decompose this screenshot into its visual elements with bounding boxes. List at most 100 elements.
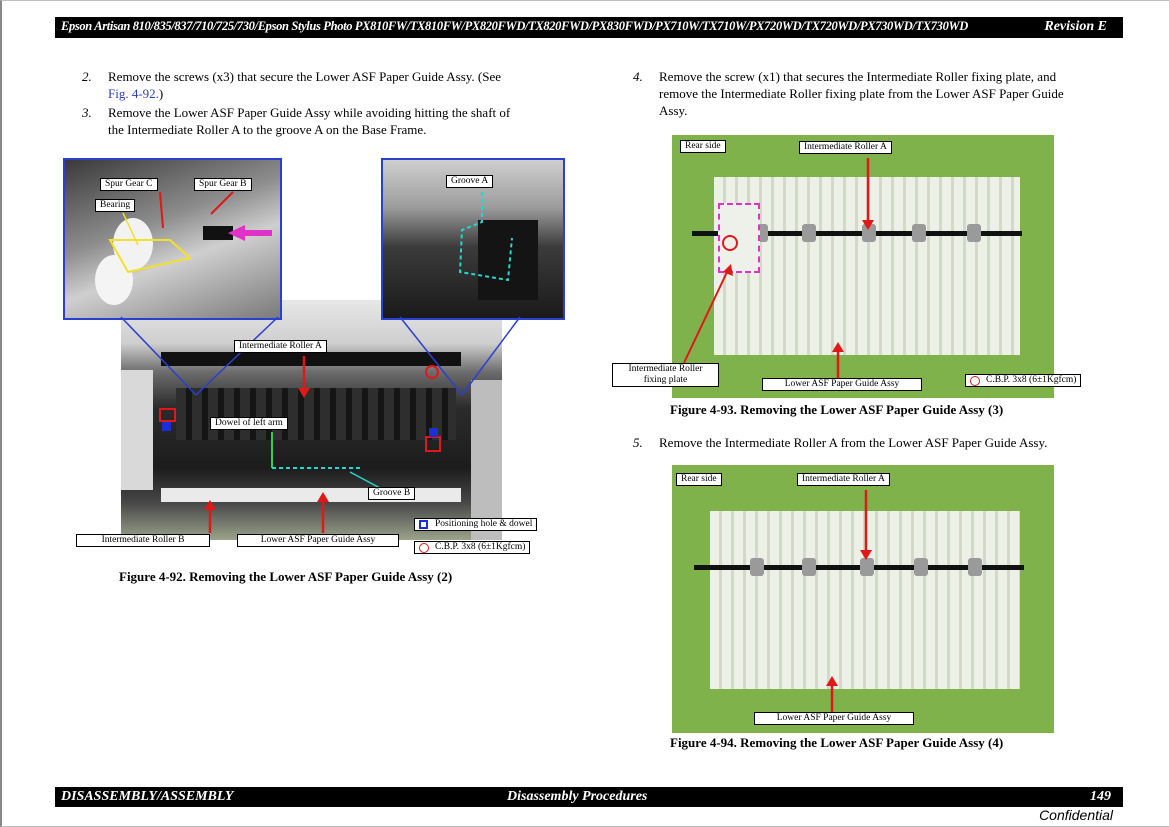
spur-gear-b-shape xyxy=(203,226,233,240)
roller xyxy=(914,558,928,576)
step-text-line: the Intermediate Roller A to the groove … xyxy=(108,122,427,137)
step-text-line: Remove the screw (x1) that secures the I… xyxy=(659,69,1057,84)
figure-caption: Figure 4-94. Removing the Lower ASF Pape… xyxy=(670,735,1004,750)
label-intermediate-roller-b: Intermediate Roller B xyxy=(76,534,210,547)
positioning-marker xyxy=(429,428,438,437)
footer-bar: DISASSEMBLY/ASSEMBLY Disassembly Procedu… xyxy=(55,787,1123,807)
label-rear-side: Rear side xyxy=(676,473,722,486)
label-intermediate-roller-a: Intermediate Roller A xyxy=(799,141,892,154)
positioning-marker xyxy=(162,422,171,431)
step-number: 4. xyxy=(633,69,643,84)
arrowhead xyxy=(860,550,872,560)
step-text: Remove the screws (x3) that secure the L… xyxy=(108,68,598,102)
label-spur-gear-b: Spur Gear B xyxy=(194,178,252,191)
figure-caption: Figure 4-92. Removing the Lower ASF Pape… xyxy=(119,569,453,584)
gear-shape xyxy=(95,255,133,305)
arrow xyxy=(210,191,234,215)
roller xyxy=(802,224,816,242)
groove-a-outline xyxy=(458,192,513,282)
page-number: 149 xyxy=(1090,789,1111,804)
guide-ribs xyxy=(176,388,456,440)
left-frame xyxy=(121,370,153,490)
footer-section: DISASSEMBLY/ASSEMBLY xyxy=(61,789,234,804)
step-text-line: Remove the Lower ASF Paper Guide Assy wh… xyxy=(108,105,511,120)
arrowhead xyxy=(826,676,838,686)
screw-marker xyxy=(425,365,439,379)
screw-legend-icon xyxy=(419,543,429,553)
label-spur-gear-c: Spur Gear C xyxy=(100,178,158,191)
figure-caption: Figure 4-93. Removing the Lower ASF Pape… xyxy=(670,402,1004,417)
label-bearing: Bearing xyxy=(95,199,136,212)
arrowhead xyxy=(298,388,310,398)
roller-shaft xyxy=(694,565,1024,570)
step-number: 2. xyxy=(82,69,92,84)
legend-text: C.B.P. 3x8 (6±1Kgfcm) xyxy=(986,375,1077,385)
step-number: 5. xyxy=(633,435,643,450)
roller-shaft xyxy=(161,352,461,366)
confidential-label: Confidential xyxy=(1039,807,1113,823)
groove-b-pointer xyxy=(349,471,381,489)
callout-line xyxy=(120,316,197,396)
step-4: 4. Remove the screw (x1) that secures th… xyxy=(633,68,1133,120)
label-intermediate-roller-a: Intermediate Roller A xyxy=(234,340,327,353)
legend-text: C.B.P. 3x8 (6±1Kgfcm) xyxy=(435,542,526,552)
step-3: 3. Remove the Lower ASF Paper Guide Assy… xyxy=(82,104,602,138)
step-number: 3. xyxy=(82,105,92,120)
bearing-pointer xyxy=(122,212,139,246)
roller xyxy=(750,558,764,576)
step-text-line: remove the Intermediate Roller fixing pl… xyxy=(659,86,1064,101)
legend-positioning: Positioning hole & dowel xyxy=(414,518,538,531)
revision-label: Revision E xyxy=(1044,19,1107,34)
arrowhead xyxy=(317,492,329,502)
label-groove-a: Groove A xyxy=(446,175,494,188)
arrowhead xyxy=(832,342,844,352)
right-frame xyxy=(471,380,502,540)
arrowhead xyxy=(723,264,733,276)
step-text-line: Assy. xyxy=(659,103,688,118)
arrowhead xyxy=(862,220,874,230)
guide-assy-photo xyxy=(672,465,1054,733)
label-groove-b: Groove B xyxy=(368,487,416,500)
callout-line xyxy=(461,316,521,396)
header-bar: Epson Artisan 810/835/837/710/725/730/Ep… xyxy=(55,17,1123,38)
footer-chapter: Disassembly Procedures xyxy=(507,789,648,804)
document-title: Epson Artisan 810/835/837/710/725/730/Ep… xyxy=(61,19,968,33)
label-fixing-plate: Intermediate Roller fixing plate xyxy=(612,363,719,387)
arrowhead xyxy=(204,500,216,510)
roller xyxy=(802,558,816,576)
direction-arrow xyxy=(228,225,272,241)
legend-cbp: C.B.P. 3x8 (6±1Kgfcm) xyxy=(414,541,531,554)
label-dowel-left-arm: Dowel of left arm xyxy=(210,417,288,430)
step-5: 5. Remove the Intermediate Roller A from… xyxy=(633,434,1133,452)
roller xyxy=(860,558,874,576)
label-lower-asf: Lower ASF Paper Guide Assy xyxy=(237,534,399,547)
positioning-legend-icon xyxy=(419,520,428,529)
roller xyxy=(862,224,876,242)
screw-marker xyxy=(159,408,176,422)
screw-marker xyxy=(722,235,738,251)
step-text: Remove the screw (x1) that secures the I… xyxy=(659,68,1129,119)
step-2: 2. Remove the screws (x3) that secure th… xyxy=(82,68,602,102)
roller xyxy=(912,224,926,242)
label-rear-side: Rear side xyxy=(680,140,726,153)
step-text-part: ) xyxy=(158,86,164,101)
callout-line xyxy=(399,316,463,396)
screw-legend-icon xyxy=(970,376,980,386)
step-text: Remove the Intermediate Roller A from th… xyxy=(659,435,1048,450)
step-text: Remove the Lower ASF Paper Guide Assy wh… xyxy=(108,104,598,138)
roller-shaft xyxy=(692,231,1022,236)
roller xyxy=(967,224,981,242)
groove-shape xyxy=(478,220,538,300)
arrow xyxy=(682,269,729,366)
roller xyxy=(968,558,982,576)
bearing-highlight xyxy=(108,239,193,274)
callout-line xyxy=(195,316,279,396)
label-intermediate-roller-a: Intermediate Roller A xyxy=(797,473,890,486)
step-text-part: Remove the screws (x3) that secure the L… xyxy=(108,69,502,84)
arrow xyxy=(159,191,164,229)
legend-text: Positioning hole & dowel xyxy=(435,519,533,529)
fig-link-4-92[interactable]: Fig. 4-92. xyxy=(108,86,159,101)
